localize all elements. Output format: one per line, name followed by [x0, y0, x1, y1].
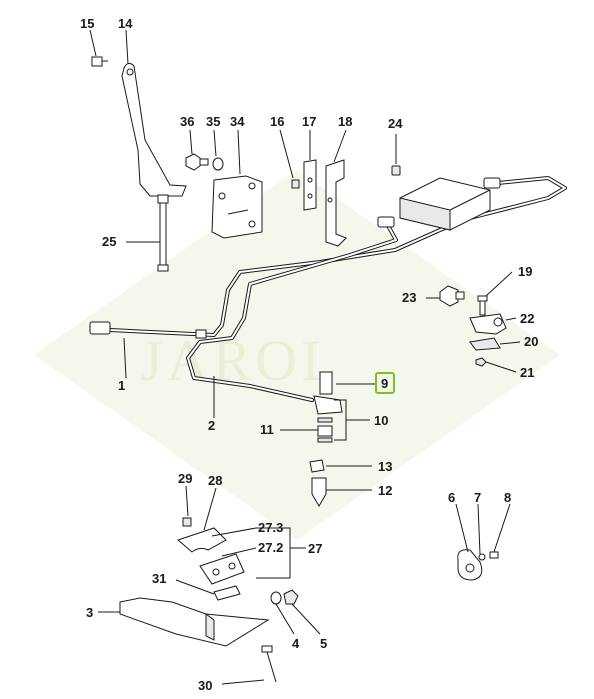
clamp-half-upper [177, 527, 227, 553]
mounting-plate [211, 175, 263, 239]
callout-24[interactable]: 24 [388, 116, 403, 131]
callout-9[interactable]: 9 [381, 376, 388, 391]
callout-11[interactable]: 11 [260, 422, 274, 437]
callout-2[interactable]: 2 [208, 418, 215, 433]
clamp-half-lower [199, 553, 245, 585]
rubber-pad [469, 337, 501, 351]
callout-16[interactable]: 16 [270, 114, 284, 129]
bolt [261, 645, 277, 683]
callout-17[interactable]: 17 [302, 114, 316, 129]
watermark-text: JAROL [140, 328, 340, 393]
callout-22[interactable]: 22 [520, 311, 534, 326]
cap [391, 165, 401, 176]
callout-4[interactable]: 4 [292, 636, 300, 651]
callout-labels: 15 14 36 35 34 16 17 18 24 25 23 19 22 2… [80, 16, 538, 693]
pipe-end-connector [89, 321, 111, 335]
clamp-plate [213, 585, 241, 601]
callout-12[interactable]: 12 [378, 483, 392, 498]
bracket-clip [469, 313, 507, 335]
selected-callout-highlight [375, 372, 395, 394]
watermark: JAROL [34, 170, 560, 540]
callout-3[interactable]: 3 [86, 605, 93, 620]
callout-21[interactable]: 21 [520, 365, 534, 380]
pipe-clip-bracket [325, 159, 347, 247]
callout-34[interactable]: 34 [230, 114, 245, 129]
small-nut [291, 179, 300, 189]
pipe-clip-plate [303, 159, 317, 211]
screw [91, 56, 108, 67]
callout-20[interactable]: 20 [524, 334, 538, 349]
callout-29[interactable]: 29 [178, 471, 192, 486]
callout-6[interactable]: 6 [448, 490, 455, 505]
pipe-fitting [377, 216, 395, 228]
leader-lines [89, 29, 521, 685]
callout-13[interactable]: 13 [378, 459, 392, 474]
callout-36[interactable]: 36 [180, 114, 194, 129]
small-bolt [477, 295, 488, 316]
callout-7[interactable]: 7 [474, 490, 481, 505]
callout-35[interactable]: 35 [206, 114, 220, 129]
pipe-clip [195, 329, 207, 339]
nut [475, 357, 487, 367]
callout-30[interactable]: 30 [198, 678, 212, 693]
callout-25[interactable]: 25 [102, 234, 116, 249]
callout-15[interactable]: 15 [80, 16, 94, 31]
callout-23[interactable]: 23 [402, 290, 416, 305]
callout-27-3[interactable]: 27.3 [258, 520, 283, 535]
hex-screw [185, 153, 209, 171]
callout-1[interactable]: 1 [118, 378, 125, 393]
washer [270, 591, 282, 605]
banjo-bolt [439, 285, 465, 307]
pipe-fitting [483, 177, 501, 189]
injector-nozzle [309, 459, 327, 507]
callout-10[interactable]: 10 [374, 413, 388, 428]
callout-5[interactable]: 5 [320, 636, 327, 651]
callout-8[interactable]: 8 [504, 490, 511, 505]
callout-31[interactable]: 31 [152, 571, 166, 586]
long-bolt [157, 194, 169, 272]
pipe-clamp [457, 549, 499, 581]
callout-27[interactable]: 27 [308, 541, 322, 556]
fuel-pipe-assembly [89, 176, 567, 402]
callout-27-2[interactable]: 27.2 [258, 540, 283, 555]
nut [283, 589, 299, 605]
callout-28[interactable]: 28 [208, 473, 222, 488]
pump-block [399, 177, 491, 231]
callout-19[interactable]: 19 [518, 264, 532, 279]
callout-18[interactable]: 18 [338, 114, 352, 129]
washer [212, 157, 224, 171]
small-screw [182, 517, 192, 527]
callout-14[interactable]: 14 [118, 16, 133, 31]
support-bracket [121, 62, 187, 197]
base-bracket [119, 597, 270, 647]
